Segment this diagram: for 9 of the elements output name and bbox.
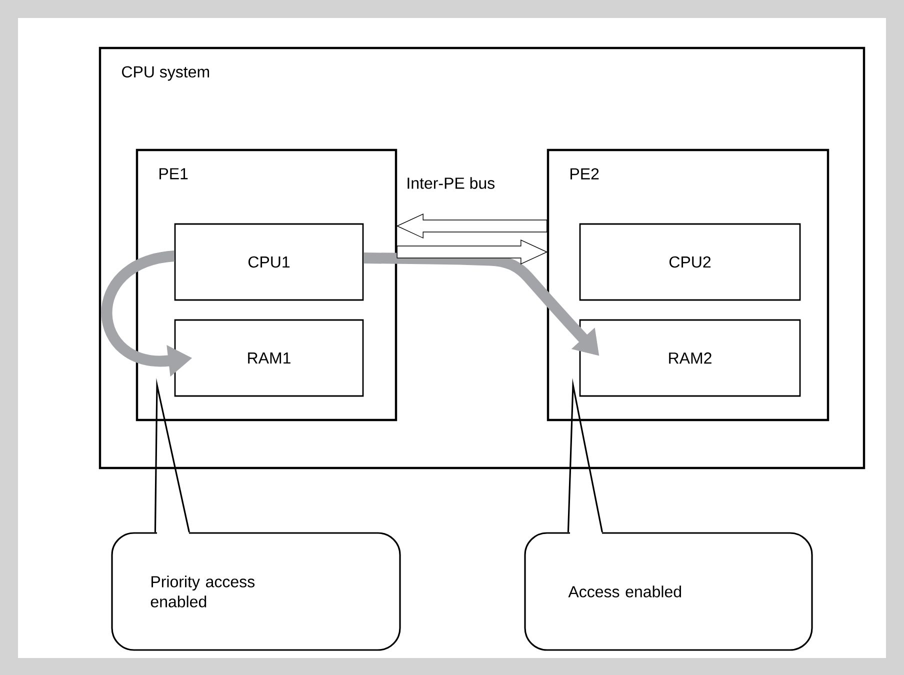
bus-arrow [396,213,548,239]
bus-arrow [396,239,548,265]
callout-box: Priority access enabled [111,532,401,651]
callout-box: Access enabled [524,532,813,651]
component-box: RAM2 [579,319,801,397]
component-box: CPU2 [579,223,801,301]
component-box: CPU1 [174,223,364,301]
component-box: RAM1 [174,319,364,397]
bus-label: Inter-PE bus [408,177,495,189]
